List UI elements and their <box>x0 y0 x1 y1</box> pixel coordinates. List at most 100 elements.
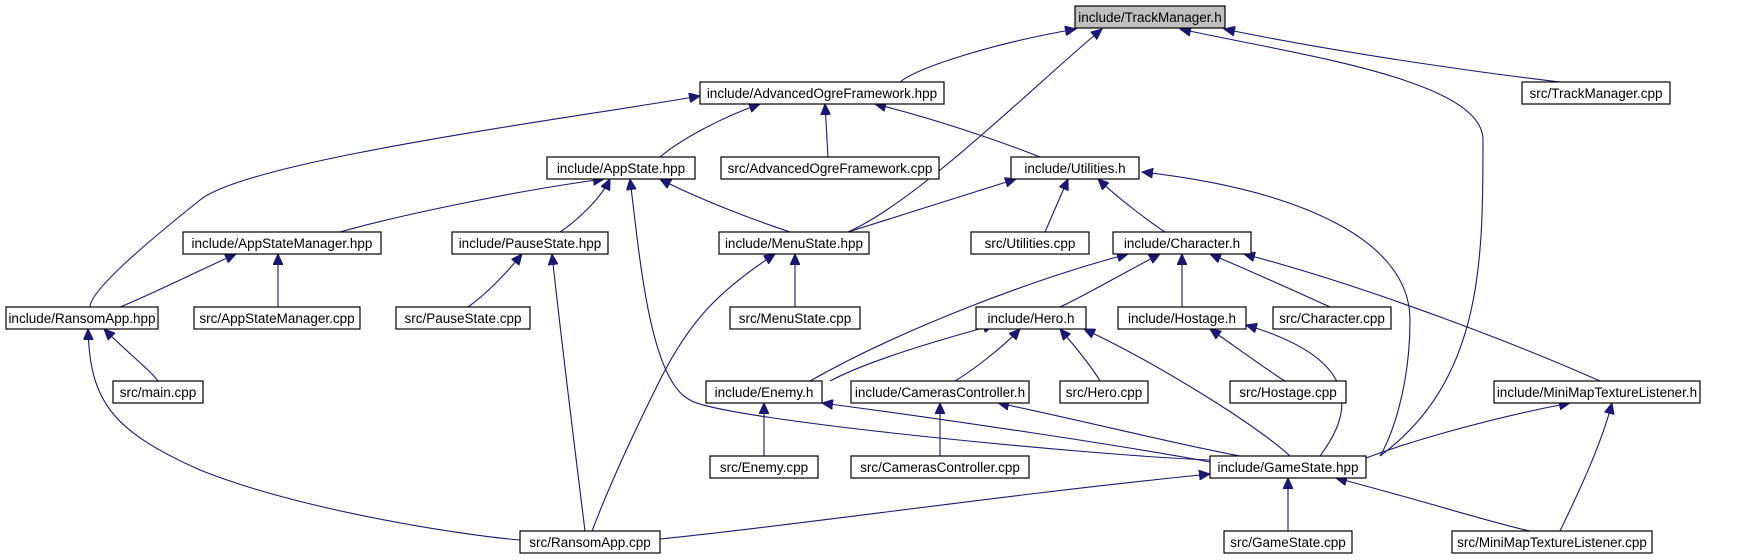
node-ransomapp-cpp[interactable]: src/RansomApp.cpp <box>519 530 661 554</box>
node-label: src/main.cpp <box>120 385 197 400</box>
edge-track_h-to-menustate_hpp <box>847 29 1102 233</box>
edge-utilities_h-to-gamestate_hpp <box>1142 172 1411 457</box>
edge-aof_hpp-to-aof_cpp <box>825 104 828 158</box>
node-gamestate-hpp[interactable]: include/GameState.hpp <box>1209 455 1367 479</box>
edge-hero_h-to-camctrl_h <box>954 329 1020 382</box>
edge-hero_h-to-gamestate_hpp <box>1084 329 1291 457</box>
node-box[interactable] <box>193 306 361 330</box>
node-box[interactable] <box>975 306 1087 330</box>
node-aof-cpp[interactable]: src/AdvancedOgreFramework.cpp <box>720 156 940 180</box>
node-box[interactable] <box>1451 530 1653 554</box>
node-pausestate-cpp[interactable]: src/PauseState.cpp <box>395 306 531 330</box>
node-hostage-cpp[interactable]: src/Hostage.cpp <box>1229 380 1347 404</box>
node-box[interactable] <box>718 231 870 255</box>
edge-enemy_h-to-gamestate_hpp <box>822 403 1211 463</box>
edge-minimap_h-to-gamestate_hpp <box>1365 403 1570 459</box>
node-character-cpp[interactable]: src/Character.cpp <box>1272 306 1392 330</box>
node-box[interactable] <box>699 81 945 105</box>
node-appstatemgr-hpp[interactable]: include/AppStateManager.hpp <box>182 231 382 255</box>
node-box[interactable] <box>5 306 159 330</box>
node-label: include/PauseState.hpp <box>459 236 602 251</box>
node-box[interactable] <box>1521 81 1671 105</box>
node-label: include/Hostage.h <box>1128 311 1236 326</box>
node-menustate-cpp[interactable]: src/MenuState.cpp <box>729 306 861 330</box>
node-gamestate-cpp[interactable]: src/GameState.cpp <box>1223 530 1353 554</box>
node-box[interactable] <box>970 231 1090 255</box>
node-box[interactable] <box>395 306 531 330</box>
node-enemy-cpp[interactable]: src/Enemy.cpp <box>709 455 819 479</box>
node-box[interactable] <box>1209 455 1367 479</box>
node-box[interactable] <box>1010 156 1140 180</box>
edge-camctrl_h-to-gamestate_hpp <box>998 403 1241 457</box>
node-appstatemgr-cpp[interactable]: src/AppStateManager.cpp <box>193 306 361 330</box>
node-box[interactable] <box>850 455 1030 479</box>
node-minimap-cpp[interactable]: src/MiniMapTextureListener.cpp <box>1451 530 1653 554</box>
node-track-h[interactable]: include/TrackManager.h <box>1074 5 1226 29</box>
node-appstate-hpp[interactable]: include/AppState.hpp <box>546 156 696 180</box>
node-box[interactable] <box>1272 306 1392 330</box>
node-box[interactable] <box>729 306 861 330</box>
node-box[interactable] <box>1229 380 1347 404</box>
node-label: src/RansomApp.cpp <box>529 535 651 550</box>
node-label: include/Enemy.h <box>715 385 814 400</box>
node-hero-cpp[interactable]: src/Hero.cpp <box>1059 380 1149 404</box>
edge-hero_h-to-enemy_h <box>829 325 994 382</box>
node-utilities-cpp[interactable]: src/Utilities.cpp <box>970 231 1090 255</box>
node-box[interactable] <box>1074 5 1226 29</box>
edge-gamestate_hpp-to-ransomapp_cpp <box>659 474 1210 540</box>
node-minimap-h[interactable]: include/MiniMapTextureListener.h <box>1493 380 1701 404</box>
node-track-cpp[interactable]: src/TrackManager.cpp <box>1521 81 1671 105</box>
node-label: src/PauseState.cpp <box>404 311 521 326</box>
node-label: include/CamerasController.h <box>855 385 1025 400</box>
edge-appstate_hpp-to-pausestate_hpp <box>559 179 610 233</box>
edge-aof_hpp-to-utilities_h <box>875 104 1041 158</box>
node-box[interactable] <box>182 231 382 255</box>
node-enemy-h[interactable]: include/Enemy.h <box>705 380 823 404</box>
edge-hostage_h-to-hostage_cpp <box>1210 329 1286 382</box>
node-box[interactable] <box>519 530 661 554</box>
node-aof-hpp[interactable]: include/AdvancedOgreFramework.hpp <box>699 81 945 105</box>
node-label: src/Character.cpp <box>1279 311 1385 326</box>
node-camctrl-h[interactable]: include/CamerasController.h <box>850 380 1030 404</box>
node-box[interactable] <box>1493 380 1701 404</box>
node-box[interactable] <box>705 380 823 404</box>
node-box[interactable] <box>1112 231 1252 255</box>
node-pausestate-hpp[interactable]: include/PauseState.hpp <box>451 231 609 255</box>
node-label: include/AppStateManager.hpp <box>192 236 373 251</box>
node-ransomapp-hpp[interactable]: include/RansomApp.hpp <box>5 306 159 330</box>
node-camctrl-cpp[interactable]: src/CamerasController.cpp <box>850 455 1030 479</box>
node-label: src/TrackManager.cpp <box>1529 86 1662 101</box>
node-label: include/Hero.h <box>987 311 1074 326</box>
edge-utilities_h-to-utilities_cpp <box>1044 179 1068 233</box>
edge-ransomapp_hpp-to-ransomapp_cpp <box>88 329 521 541</box>
node-character-h[interactable]: include/Character.h <box>1112 231 1252 255</box>
edge-hero_h-to-hero_cpp <box>1060 329 1101 382</box>
node-label: include/TrackManager.h <box>1078 10 1222 25</box>
node-box[interactable] <box>850 380 1030 404</box>
node-main-cpp[interactable]: src/main.cpp <box>112 380 204 404</box>
edge-pausestate_hpp-to-pausestate_cpp <box>467 254 522 308</box>
edge-ransomapp_hpp-to-main_cpp <box>104 329 159 382</box>
node-hero-h[interactable]: include/Hero.h <box>975 306 1087 330</box>
node-menustate-hpp[interactable]: include/MenuState.hpp <box>718 231 870 255</box>
edge-pausestate_hpp-to-ransomapp_cpp <box>552 254 586 532</box>
node-label: src/MiniMapTextureListener.cpp <box>1457 535 1647 550</box>
edge-track_h-to-gamestate_hpp <box>1180 29 1484 457</box>
node-hostage-h[interactable]: include/Hostage.h <box>1117 306 1247 330</box>
node-box[interactable] <box>1223 530 1353 554</box>
edge-utilities_h-to-character_h <box>1098 179 1166 233</box>
node-box[interactable] <box>1117 306 1247 330</box>
node-box[interactable] <box>451 231 609 255</box>
node-label: include/MenuState.hpp <box>725 236 863 251</box>
node-utilities-h[interactable]: include/Utilities.h <box>1010 156 1140 180</box>
node-box[interactable] <box>112 380 204 404</box>
node-box[interactable] <box>720 156 940 180</box>
node-label: include/Character.h <box>1124 236 1240 251</box>
node-box[interactable] <box>546 156 696 180</box>
edge-character_h-to-character_cpp <box>1210 254 1331 308</box>
edge-track_h-to-track_cpp <box>1224 29 1561 83</box>
node-box[interactable] <box>709 455 819 479</box>
node-box[interactable] <box>1059 380 1149 404</box>
edge-minimap_h-to-minimap_cpp <box>1559 403 1612 532</box>
